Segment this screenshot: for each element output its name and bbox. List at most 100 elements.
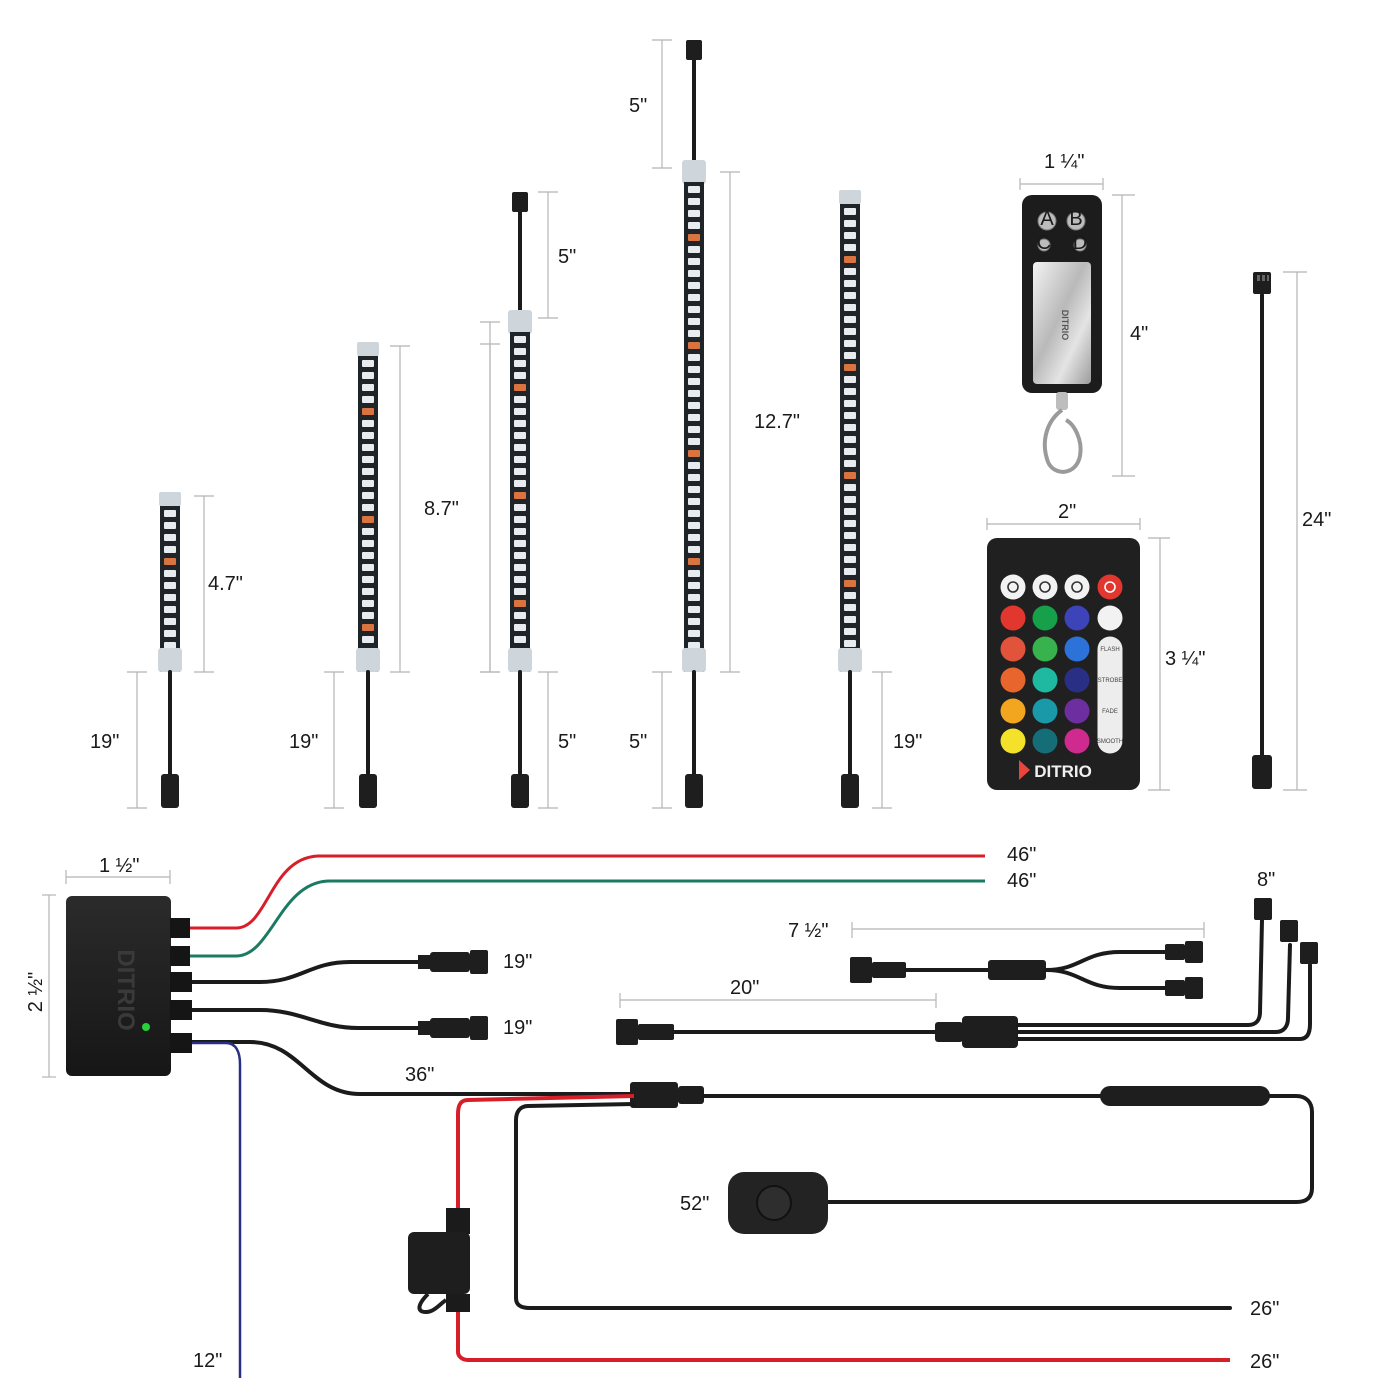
led-strip-4: 12.7" 5" 5" <box>629 39 800 809</box>
fob-width-label: 1 ¼" <box>1044 151 1084 173</box>
color-key <box>1064 605 1090 631</box>
led-strip-3: 5"5" <box>480 191 576 809</box>
color-key <box>1064 698 1090 724</box>
color-key <box>1032 605 1058 631</box>
control-box: DITRIO <box>66 896 192 1076</box>
output-cable-1 <box>190 960 420 984</box>
strip-length-label: 8.7" <box>424 498 459 520</box>
mode-label: SMOOTH <box>1097 739 1123 745</box>
red-power-label: 26" <box>1250 1351 1279 1373</box>
strip-lead-label: 5" <box>629 731 647 753</box>
output-1-label: 19" <box>503 951 532 973</box>
strip-lead-label: 19" <box>289 731 318 753</box>
fob-brand: DITRIO <box>1060 310 1070 341</box>
fob-button-d <box>1073 238 1087 252</box>
color-key <box>1032 728 1058 754</box>
brightness-down-icon <box>1032 574 1058 600</box>
bottom-connector <box>359 774 377 808</box>
keychain-icon <box>1042 392 1083 474</box>
output-2-label: 19" <box>503 1017 532 1039</box>
top-connector <box>512 192 528 212</box>
red-power-branch <box>456 1094 635 1208</box>
red-wire <box>190 854 985 930</box>
main-cable-label: 36" <box>405 1064 434 1086</box>
color-key <box>1000 605 1026 631</box>
dimmer-switch <box>728 1172 828 1234</box>
fob-button-label: C <box>1037 232 1051 254</box>
y-cable <box>616 898 1318 1048</box>
led-strip-2: 8.7" 19" <box>289 342 459 809</box>
bottom-connector <box>511 774 529 808</box>
black-power-wire <box>514 1102 1232 1310</box>
brightness-up-icon <box>1000 574 1026 600</box>
fob-height-label: 4" <box>1130 323 1148 345</box>
color-key <box>1064 667 1090 693</box>
mode-label: STROBE <box>1098 678 1123 684</box>
led-strip-5: 19" <box>838 190 922 809</box>
color-key <box>1032 667 1058 693</box>
fob-button-a <box>1037 211 1057 231</box>
mode-buttons <box>1097 636 1123 754</box>
mode-label: FLASH <box>1100 647 1119 653</box>
extension-cable: 24" <box>1252 271 1331 791</box>
fob-button-label: A <box>1040 208 1054 230</box>
strip-length-label: 4.7" <box>208 573 243 595</box>
color-key <box>1064 728 1090 754</box>
red-power-wire <box>456 1312 1230 1362</box>
ir-width-label: 2" <box>1058 501 1076 523</box>
fob-button-b <box>1066 211 1086 231</box>
brand-logo-icon <box>1019 760 1030 780</box>
power-icon <box>1097 574 1123 600</box>
ir-remote: 2" FLASH STROBE FADE SMOOTH DITRIO 3 ¼" <box>986 501 1205 791</box>
switch-cable-label: 52" <box>680 1193 709 1215</box>
main-cable <box>190 1040 632 1096</box>
switch-connector <box>1100 1086 1270 1106</box>
extension-length-label: 24" <box>1302 509 1331 531</box>
mode-label: FADE <box>1102 709 1118 715</box>
color-key <box>1000 636 1026 662</box>
led-strips: 4.7"19"8.7"19"5"5"12.7"5"5"19" <box>90 39 922 809</box>
bottom-connector <box>841 774 859 808</box>
fuse-holder <box>408 1208 470 1315</box>
color-key <box>1064 636 1090 662</box>
green-wire-label: 46" <box>1007 870 1036 892</box>
connector-top <box>1253 272 1271 294</box>
status-led-icon <box>142 1023 150 1031</box>
splitter-cable <box>850 941 1203 999</box>
white-key <box>1097 605 1123 631</box>
strip-top-lead-label: 5" <box>558 246 576 268</box>
strip-top-lead-label: 5" <box>629 95 647 117</box>
blue-wire <box>190 1041 242 1378</box>
connector-bottom <box>1252 755 1272 789</box>
ir-keypad: FLASH STROBE FADE SMOOTH <box>1000 574 1123 754</box>
tails-label: 8" <box>1257 869 1275 891</box>
strip-lead-label: 19" <box>90 731 119 753</box>
color-key <box>1032 698 1058 724</box>
color-key <box>1000 667 1026 693</box>
output-cable-2 <box>190 1008 420 1030</box>
bottom-connector <box>685 774 703 808</box>
ir-brand: DITRIO <box>1034 762 1092 781</box>
ir-height-label: 3 ¼" <box>1165 648 1205 670</box>
fob-button-c <box>1037 238 1051 252</box>
color-key <box>1000 698 1026 724</box>
led-strip-1: 4.7" 19" <box>90 492 243 809</box>
fob-button-label: B <box>1069 208 1082 230</box>
black-power-label: 26" <box>1250 1298 1279 1320</box>
red-wire-label: 46" <box>1007 844 1036 866</box>
fob-button-label: D <box>1073 232 1087 254</box>
top-connector <box>686 40 702 60</box>
box-height-label: 2 ½" <box>25 972 47 1012</box>
splitter-label: 7 ½" <box>788 920 828 942</box>
box-brand: DITRIO <box>112 949 139 1030</box>
box-width-label: 1 ½" <box>99 855 139 877</box>
y-cable-label: 20" <box>730 977 759 999</box>
color-key <box>1000 728 1026 754</box>
control-wiring: 1 ½" 2 ½" 46" 46" 19" 19" 36" 12" <box>25 844 1318 1378</box>
green-wire <box>190 879 985 958</box>
strip-length-label: 12.7" <box>754 411 800 433</box>
